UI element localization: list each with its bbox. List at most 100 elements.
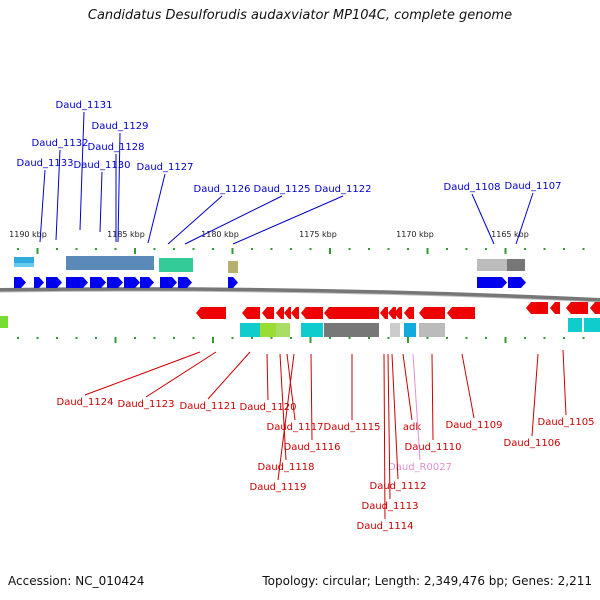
label-leader [391,353,399,480]
reverse-gene-arrow [196,307,226,319]
gene-function-box [0,316,8,328]
scale-label: 1180 kbp [201,230,239,239]
forward-gene-arrow [107,277,123,288]
scale-label: 1170 kbp [396,230,434,239]
reverse-gene-arrow [301,307,323,319]
gene-function-box [404,323,416,337]
forward-gene-arrow [124,277,140,288]
label-leader [266,353,269,401]
gene-label: Daud_1131 [56,100,113,111]
forward-gene-arrow [228,277,238,288]
gene-label: Daud_1109 [446,420,503,431]
genome-backbone-shadow [0,290,600,303]
gene-function-box [419,323,445,337]
forward-gene-arrow [508,277,526,288]
gene-label: Daud_1120 [240,402,297,413]
gene-label: Daud_1114 [357,521,414,532]
gene-function-box [507,259,525,271]
forward-gene-arrow [178,277,192,288]
label-leader [279,353,287,461]
reverse-gene-arrow [419,307,445,319]
gene-label: Daud_1115 [324,422,381,433]
label-leader [207,351,251,400]
label-leader [431,353,434,441]
gene-label: Daud_1112 [370,481,427,492]
label-leader [145,351,217,398]
gene-label: Daud_1118 [258,462,315,473]
gene-label: Daud_1121 [180,401,237,412]
gene-label: Daud_1110 [405,442,462,453]
gene-function-box [584,318,600,332]
label-leader [167,195,223,245]
scale-label: 1185 kbp [107,230,145,239]
gene-function-box [324,323,379,337]
label-leader [402,353,413,421]
gene-label: Daud_1128 [88,142,145,153]
gene-label: Daud_1130 [74,160,131,171]
gene-function-box [477,259,507,271]
reverse-gene-arrow [276,307,284,319]
gene-function-box [301,323,323,337]
label-leader [387,353,391,500]
reverse-gene-arrow [447,307,475,319]
reverse-gene-arrow [526,302,548,314]
label-leader [277,353,295,481]
gene-label: Daud_1124 [57,397,114,408]
gene-label: Daud_1126 [194,184,251,195]
label-leader [461,353,475,419]
gene-label: Daud_1119 [250,482,307,493]
gene-label: Daud_1132 [32,138,89,149]
gene-function-box [390,323,400,337]
label-leader [84,351,201,396]
label-leader [55,149,61,241]
gene-label: Daud_1125 [254,184,311,195]
reverse-gene-arrow [284,307,291,319]
label-leader [310,353,313,441]
gene-function-box [240,323,260,337]
reverse-gene-arrow [380,307,388,319]
reverse-gene-arrow [394,307,402,319]
label-leader [79,111,85,231]
map-title: Candidatus Desulforudis audaxviator MP10… [87,8,513,23]
label-leader [286,353,296,421]
gene-function-box [568,318,582,332]
gene-label: adk [403,422,421,433]
gene-label: Daud_1122 [315,184,372,195]
gene-function-box [66,256,154,270]
scale-label: 1175 kbp [299,230,337,239]
gene-label: Daud_1106 [504,438,561,449]
genome-backbone [0,287,600,302]
gene-label: Daud_1117 [267,422,324,433]
gene-label: Daud_1108 [444,182,501,193]
scale-label: 1190 kbp [9,230,47,239]
gene-function-box [228,261,238,273]
reverse-gene-arrow [550,302,560,314]
reverse-gene-arrow [566,302,588,314]
gene-label: Daud_1113 [362,501,419,512]
reverse-gene-arrow [590,302,600,314]
label-leader [39,169,46,243]
forward-gene-arrow [14,277,26,288]
label-leader [184,195,283,245]
label-leader [412,353,421,461]
gene-function-box [14,263,34,267]
gene-label: Daud_1133 [17,158,74,169]
reverse-gene-arrow [324,307,379,319]
label-leader [562,349,567,416]
gene-function-box [159,258,193,272]
reverse-gene-arrow [404,307,414,319]
gene-label: Daud_1107 [505,181,562,192]
forward-gene-arrow [140,277,154,288]
gene-label: Daud_1127 [137,162,194,173]
gene-function-box [260,323,276,337]
label-leader [383,353,386,520]
label-leader [232,195,344,245]
reverse-gene-arrow [388,307,396,319]
gene-label: Daud_1105 [538,417,595,428]
topology-text: Topology: circular; Length: 2,349,476 bp… [262,574,592,588]
forward-gene-arrow [46,277,62,288]
forward-gene-arrow [66,277,88,288]
accession-text: Accession: NC_010424 [8,574,145,588]
reverse-gene-arrow [242,307,260,319]
